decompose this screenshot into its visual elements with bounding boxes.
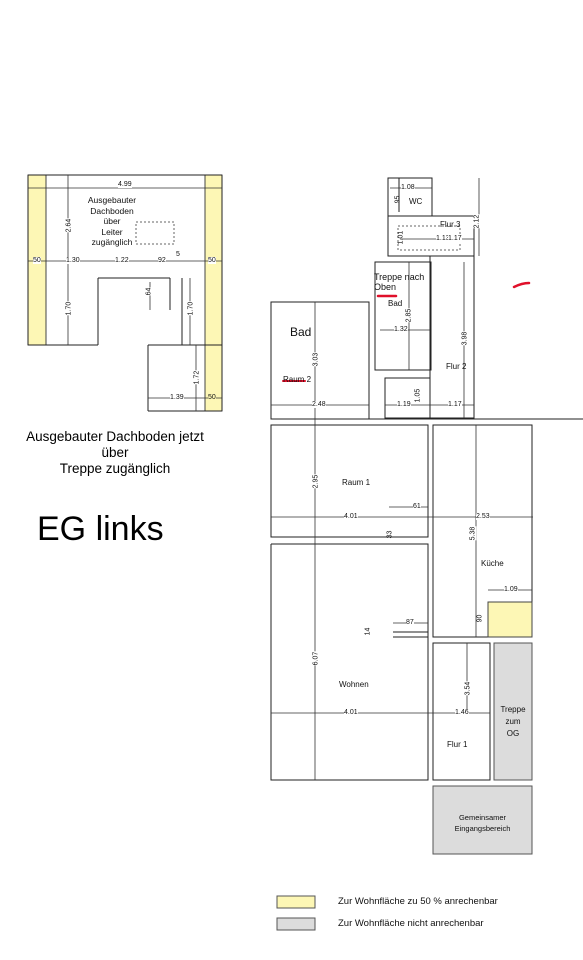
dim-label: 2.48 [312,401,326,408]
dim-label: 2.53 [476,513,490,520]
dim-label: 95 [394,195,402,204]
dim-label: 1.01 [397,230,405,245]
room-label-flur3: Flur 3 [440,220,461,229]
legend-swatch-excluded [276,917,316,931]
red-mark-right [512,281,531,289]
room-kueche [432,424,533,638]
attic-note-line: über [101,445,129,460]
dim-label: 4.01 [344,513,358,520]
legend-swatch-half [276,895,316,909]
dim-label: 87 [406,619,414,626]
room-label-treppe-og: Treppe zum OG [494,704,532,740]
attic-label-line: über [103,216,121,226]
dim-attic-h64: 64 [145,287,153,296]
dim-label: 2.85 [405,308,413,323]
annotation-treppe-line: Treppe nach [374,272,425,282]
treppe-og-line: OG [506,729,520,738]
dim-attic-w3: 92 [158,257,166,264]
room-label-kueche: Küche [481,559,504,568]
room-label-flur2: Flur 2 [446,362,467,371]
room-label-bad: Bad [290,325,312,339]
treppe-og-line: zum [505,717,521,726]
dim-attic-w4: 5 [176,251,180,258]
dim-label: 1.17 [448,401,462,408]
dim-label: 1.09 [504,586,518,593]
attic-right-strip-bottom [204,344,223,412]
dim-label: 1.46 [455,709,469,716]
dim-label: 1.32 [394,326,408,333]
dim-attic-hmidl: 1.70 [65,301,73,316]
room-bad-small [374,261,432,371]
room-wohnen [270,543,429,781]
attic-note: Ausgebauter Dachboden jetzt über Treppe … [0,429,230,477]
dim-attic-w1: 1.30 [66,257,80,264]
dim-attic-h172: 1.72 [193,370,201,385]
dim-attic-htop: 2.64 [65,218,73,233]
dim-label: 33 [386,530,394,539]
room-label-bad-small: Bad [388,299,403,308]
dim-label: 5.38 [469,526,477,541]
dim-attic-left: 50 [33,257,41,264]
dim-attic-w139: 1.39 [170,394,184,401]
dim-label: 3.03 [312,352,320,367]
eingang-line: Gemeinsamer [458,813,507,822]
eingang-line: Eingangsbereich [454,824,511,833]
room-flur2 [429,255,475,419]
attic-label-line: Ausgebauter [87,195,137,205]
dim-attic-hmidr: 1.70 [187,301,195,316]
annotation-treppe-line: Oben [374,282,397,292]
legend-label-excluded: Zur Wohnfläche nicht anrechenbar [338,918,484,929]
dim-label: 1.13 [436,235,450,242]
room-label-flur1: Flur 1 [447,740,468,749]
room-flur1 [432,642,491,781]
dim-label: 1.19 [397,401,411,408]
room-label-wc: WC [409,197,423,206]
room-eingang [432,785,533,855]
room-label-raum2: Raum 2 [283,375,312,384]
dim-label: 3.98 [461,331,469,346]
attic-label-line: zugänglich [91,237,133,247]
kueche-half-area [487,601,533,638]
legend-label-half: Zur Wohnfläche zu 50 % anrechenbar [338,896,498,907]
attic-label-line: Dachboden [90,205,134,216]
room-label-eingang: Gemeinsamer Eingangsbereich [433,812,532,834]
dim-attic-w50b: 50 [208,394,216,401]
floor-label: EG links [37,510,164,548]
treppe-og-line: Treppe [500,705,526,714]
dim-label: 2.12 [473,214,481,229]
ground-floor-plan [270,177,583,855]
dim-label: 6.07 [312,651,320,666]
dim-label: 3.54 [464,681,472,696]
room-label-raum1: Raum 1 [342,478,371,487]
attic-label: Ausgebauter Dachboden über Leiter zugäng… [82,195,142,248]
room-label-wohnen: Wohnen [339,680,369,689]
dim-label: 61 [413,503,421,510]
dim-label: 1.17 [448,235,462,242]
dim-attic-w2: 1.22 [115,257,129,264]
dim-label: 2.95 [312,474,320,489]
room-raum1 [270,424,429,538]
dim-label: 4.01 [344,709,358,716]
attic-label-line: Leiter [101,226,123,237]
dim-label: 1.08 [401,184,415,191]
dim-label: 90 [476,614,484,623]
dim-label: 1.05 [414,388,422,403]
dim-attic-right: 50 [208,257,216,264]
dim-attic-total: 4.99 [118,181,132,188]
attic-note-line: Ausgebauter Dachboden jetzt [26,429,204,444]
room-treppe-og [493,642,533,781]
annotation-treppe: Treppe nach Oben [374,272,424,292]
attic-note-line: Treppe zugänglich [59,461,171,476]
dim-label: 14 [364,627,372,636]
